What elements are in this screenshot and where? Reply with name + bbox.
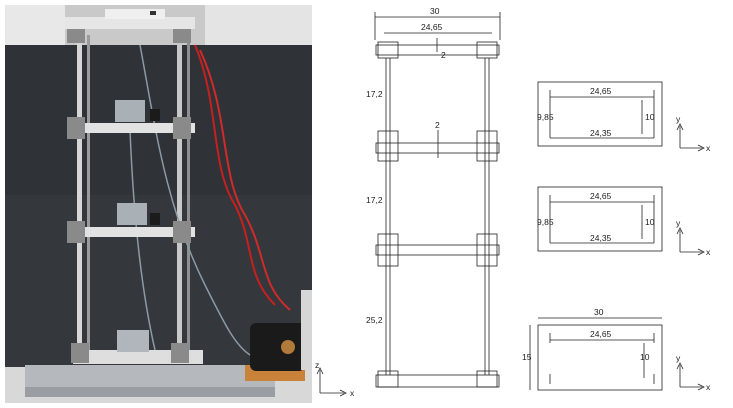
plan-2-axis-y-arrow [676, 227, 684, 235]
plan-1-axis-x-label: x [706, 143, 711, 153]
plan-2-axis-y-label: y [676, 218, 681, 228]
floor-1-mass [117, 203, 147, 225]
plan-2-height-label: 10 [645, 217, 655, 227]
clamp-base-left [71, 343, 89, 363]
label-storey-2-height: 17,2 [366, 195, 383, 205]
plan-1-axis-x-arrow [697, 144, 705, 152]
elev-floor-1-clamp-right [476, 233, 498, 267]
red-cable-1 [194, 44, 276, 306]
clamp-1-left [67, 221, 85, 243]
grey-cable-1 [139, 44, 251, 356]
floor-top-plate [65, 17, 195, 29]
axis-z-arrow [316, 367, 324, 375]
elev-floor-2-clamp-right [476, 130, 498, 162]
plan-2-axis-x-arrow [697, 248, 705, 256]
axis-x-label: x [350, 388, 355, 398]
photo-axes: z x [315, 360, 355, 398]
floor-1-accelerometer [150, 213, 160, 225]
motor-cap [281, 340, 295, 354]
floor-base-mass [117, 330, 149, 352]
plan-3-inner-label: 24,65 [590, 329, 612, 339]
plan-2-outline [537, 186, 663, 252]
plan-2-inner-label: 24,65 [590, 191, 612, 201]
column-left-back [87, 35, 90, 360]
elevation-view: 30 24,65 2 2 17,2 17,2 25,2 [366, 6, 501, 388]
axis-z-label: z [315, 360, 319, 370]
elev-floor-2-plate [375, 142, 500, 154]
label-storey-1-height: 25,2 [366, 315, 383, 325]
motor [250, 323, 305, 371]
test-rig-photo [5, 5, 312, 403]
floor-1-plate [69, 227, 195, 237]
plan-1-side-label: 9,85 [537, 112, 554, 122]
floor-2-accelerometer [150, 109, 160, 121]
top-sensor-box [105, 9, 165, 19]
clamp-2-left [67, 117, 85, 139]
elev-floor-1-clamp-left [377, 233, 399, 267]
plan-view-2: 24,65 9,85 10 24,35 y x [537, 186, 711, 257]
column-right-back [187, 35, 190, 360]
grey-cable-2 [129, 129, 156, 351]
elev-base-clamp-right [476, 370, 498, 388]
elev-base-plate [375, 374, 500, 388]
label-mid-gap: 2 [435, 120, 440, 130]
plan-1-axis-y-label: y [676, 114, 681, 124]
plan-3-height-label: 10 [640, 352, 650, 362]
plan-2-axis-x-label: x [706, 247, 711, 257]
floor-2-mass [115, 100, 145, 122]
plan-1-inner-label: 24,65 [590, 86, 612, 96]
plan-1-axis-y-arrow [676, 123, 684, 131]
plan-1-bottom-label: 24,35 [590, 128, 612, 138]
elev-floor-2-clamp-left [377, 130, 399, 162]
plan-2-side-label: 9,85 [537, 217, 554, 227]
plan-3-axis-y-arrow [676, 362, 684, 370]
elev-top-plate [375, 44, 500, 56]
column-right-front [177, 35, 182, 360]
plan-3-axis-x-arrow [697, 383, 705, 391]
clamp-top-right [173, 29, 191, 43]
plan-1-height-label: 10 [645, 112, 655, 122]
plan-3-axis-x-label: x [706, 382, 711, 392]
plan-3-outline [537, 324, 663, 391]
label-overall-width: 30 [430, 6, 440, 16]
plan-1-outline [537, 81, 663, 147]
plan-3-side-label: 15 [522, 352, 532, 362]
plan-view-1: 24,65 9,85 10 24,35 y x [537, 81, 711, 153]
side-post [301, 290, 312, 370]
elev-top-clamp-right [476, 41, 498, 59]
shake-table-base [25, 365, 275, 387]
label-storey-3-height: 17,2 [366, 89, 383, 99]
column-left-front [77, 35, 82, 360]
floor-base-plate [73, 350, 203, 364]
elev-floor-1-plate [375, 244, 500, 256]
elev-top-clamp-left [377, 41, 399, 59]
clamp-top-left [67, 29, 85, 43]
clamp-base-right [171, 343, 189, 363]
elev-base-clamp-left [377, 370, 399, 388]
plan-2-bottom-label: 24,35 [590, 233, 612, 243]
shake-table-rail [25, 387, 275, 397]
label-inner-width: 24,65 [421, 22, 443, 32]
clamp-1-right [173, 221, 191, 243]
floor-2-plate [69, 123, 195, 133]
plan-view-3: 30 24,65 15 10 y x [522, 307, 711, 392]
clamp-2-right [173, 117, 191, 139]
axis-x-arrow [339, 389, 347, 397]
top-sensor-led [150, 11, 156, 15]
red-cable-2 [199, 49, 291, 311]
plan-3-outer-label: 30 [594, 307, 604, 317]
plan-3-axis-y-label: y [676, 353, 681, 363]
technical-drawing: z x 30 24,65 2 2 [315, 6, 711, 398]
